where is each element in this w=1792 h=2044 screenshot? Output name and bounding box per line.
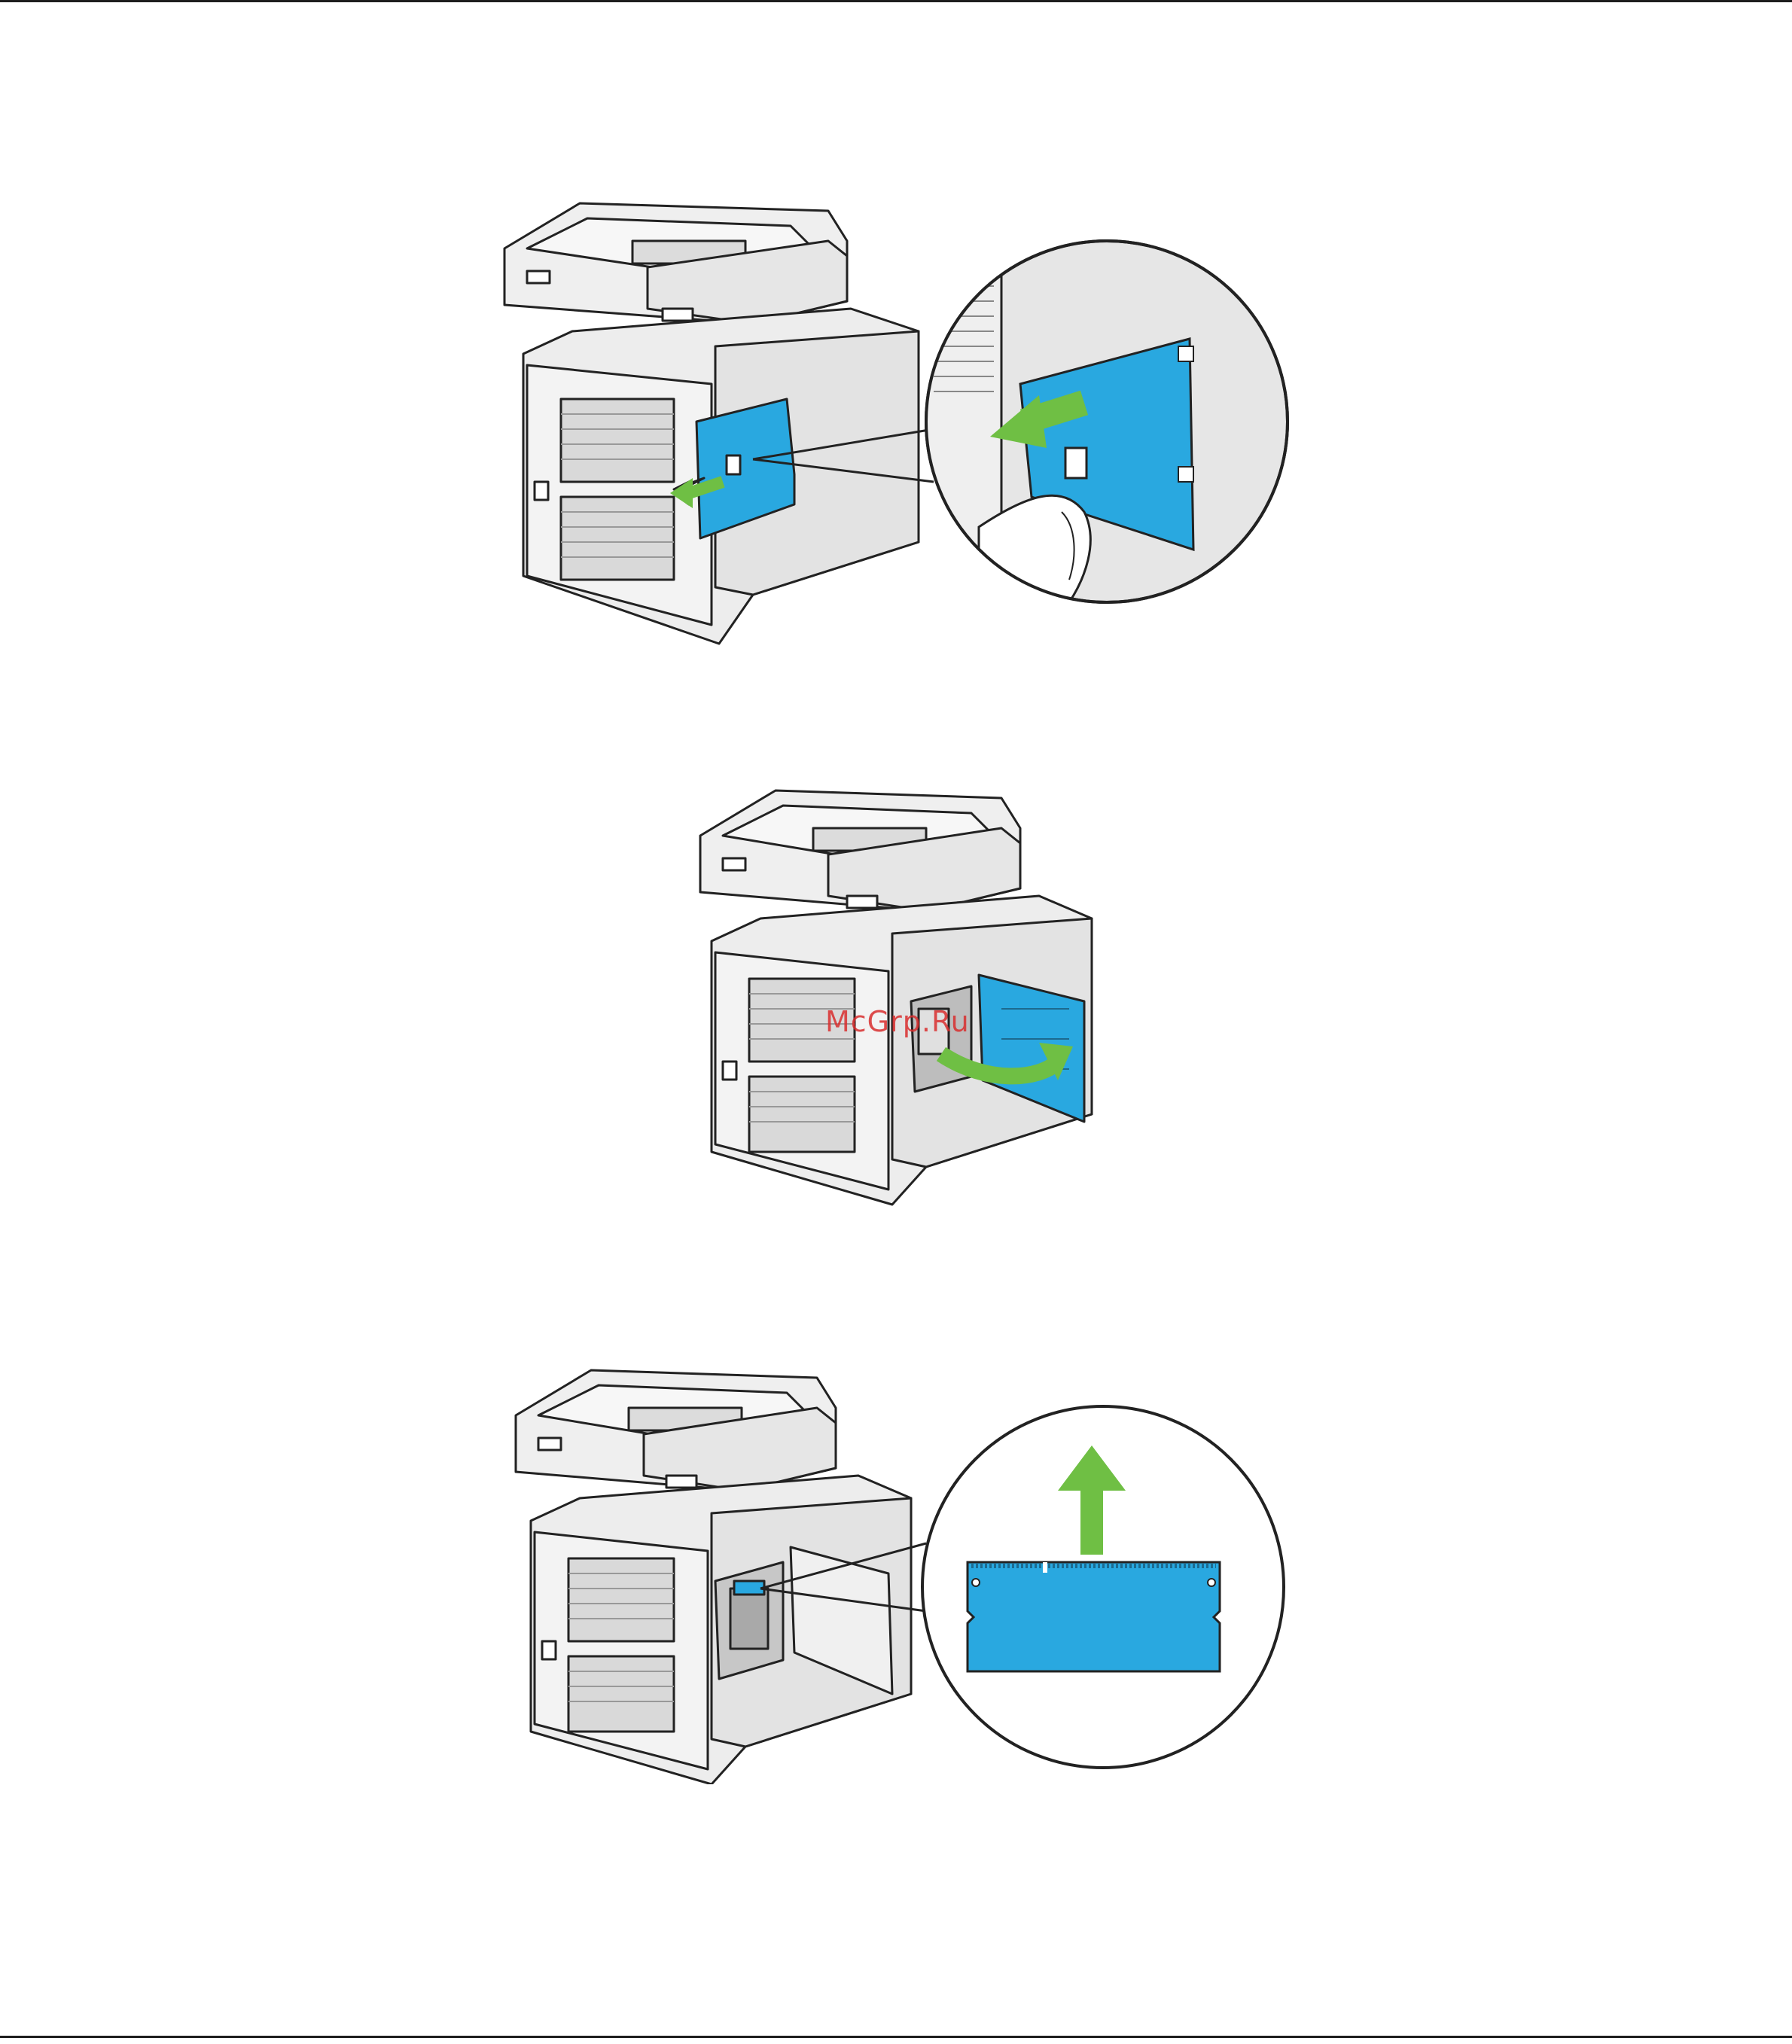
zoom-callout-hand [919, 241, 1288, 602]
printer-illustration [700, 790, 1092, 1205]
printer-illustration [516, 1370, 926, 1784]
watermark-text: McGrp.Ru [825, 1005, 970, 1038]
printer-illustration [504, 203, 934, 644]
figure-remove-memory [0, 1363, 1792, 1784]
zoom-callout-memory [922, 1406, 1284, 1768]
bottom-rule [0, 2036, 1792, 2038]
figure-slide-cover [0, 196, 1792, 663]
top-rule [0, 0, 1792, 2]
figure-open-cover [0, 783, 1792, 1220]
